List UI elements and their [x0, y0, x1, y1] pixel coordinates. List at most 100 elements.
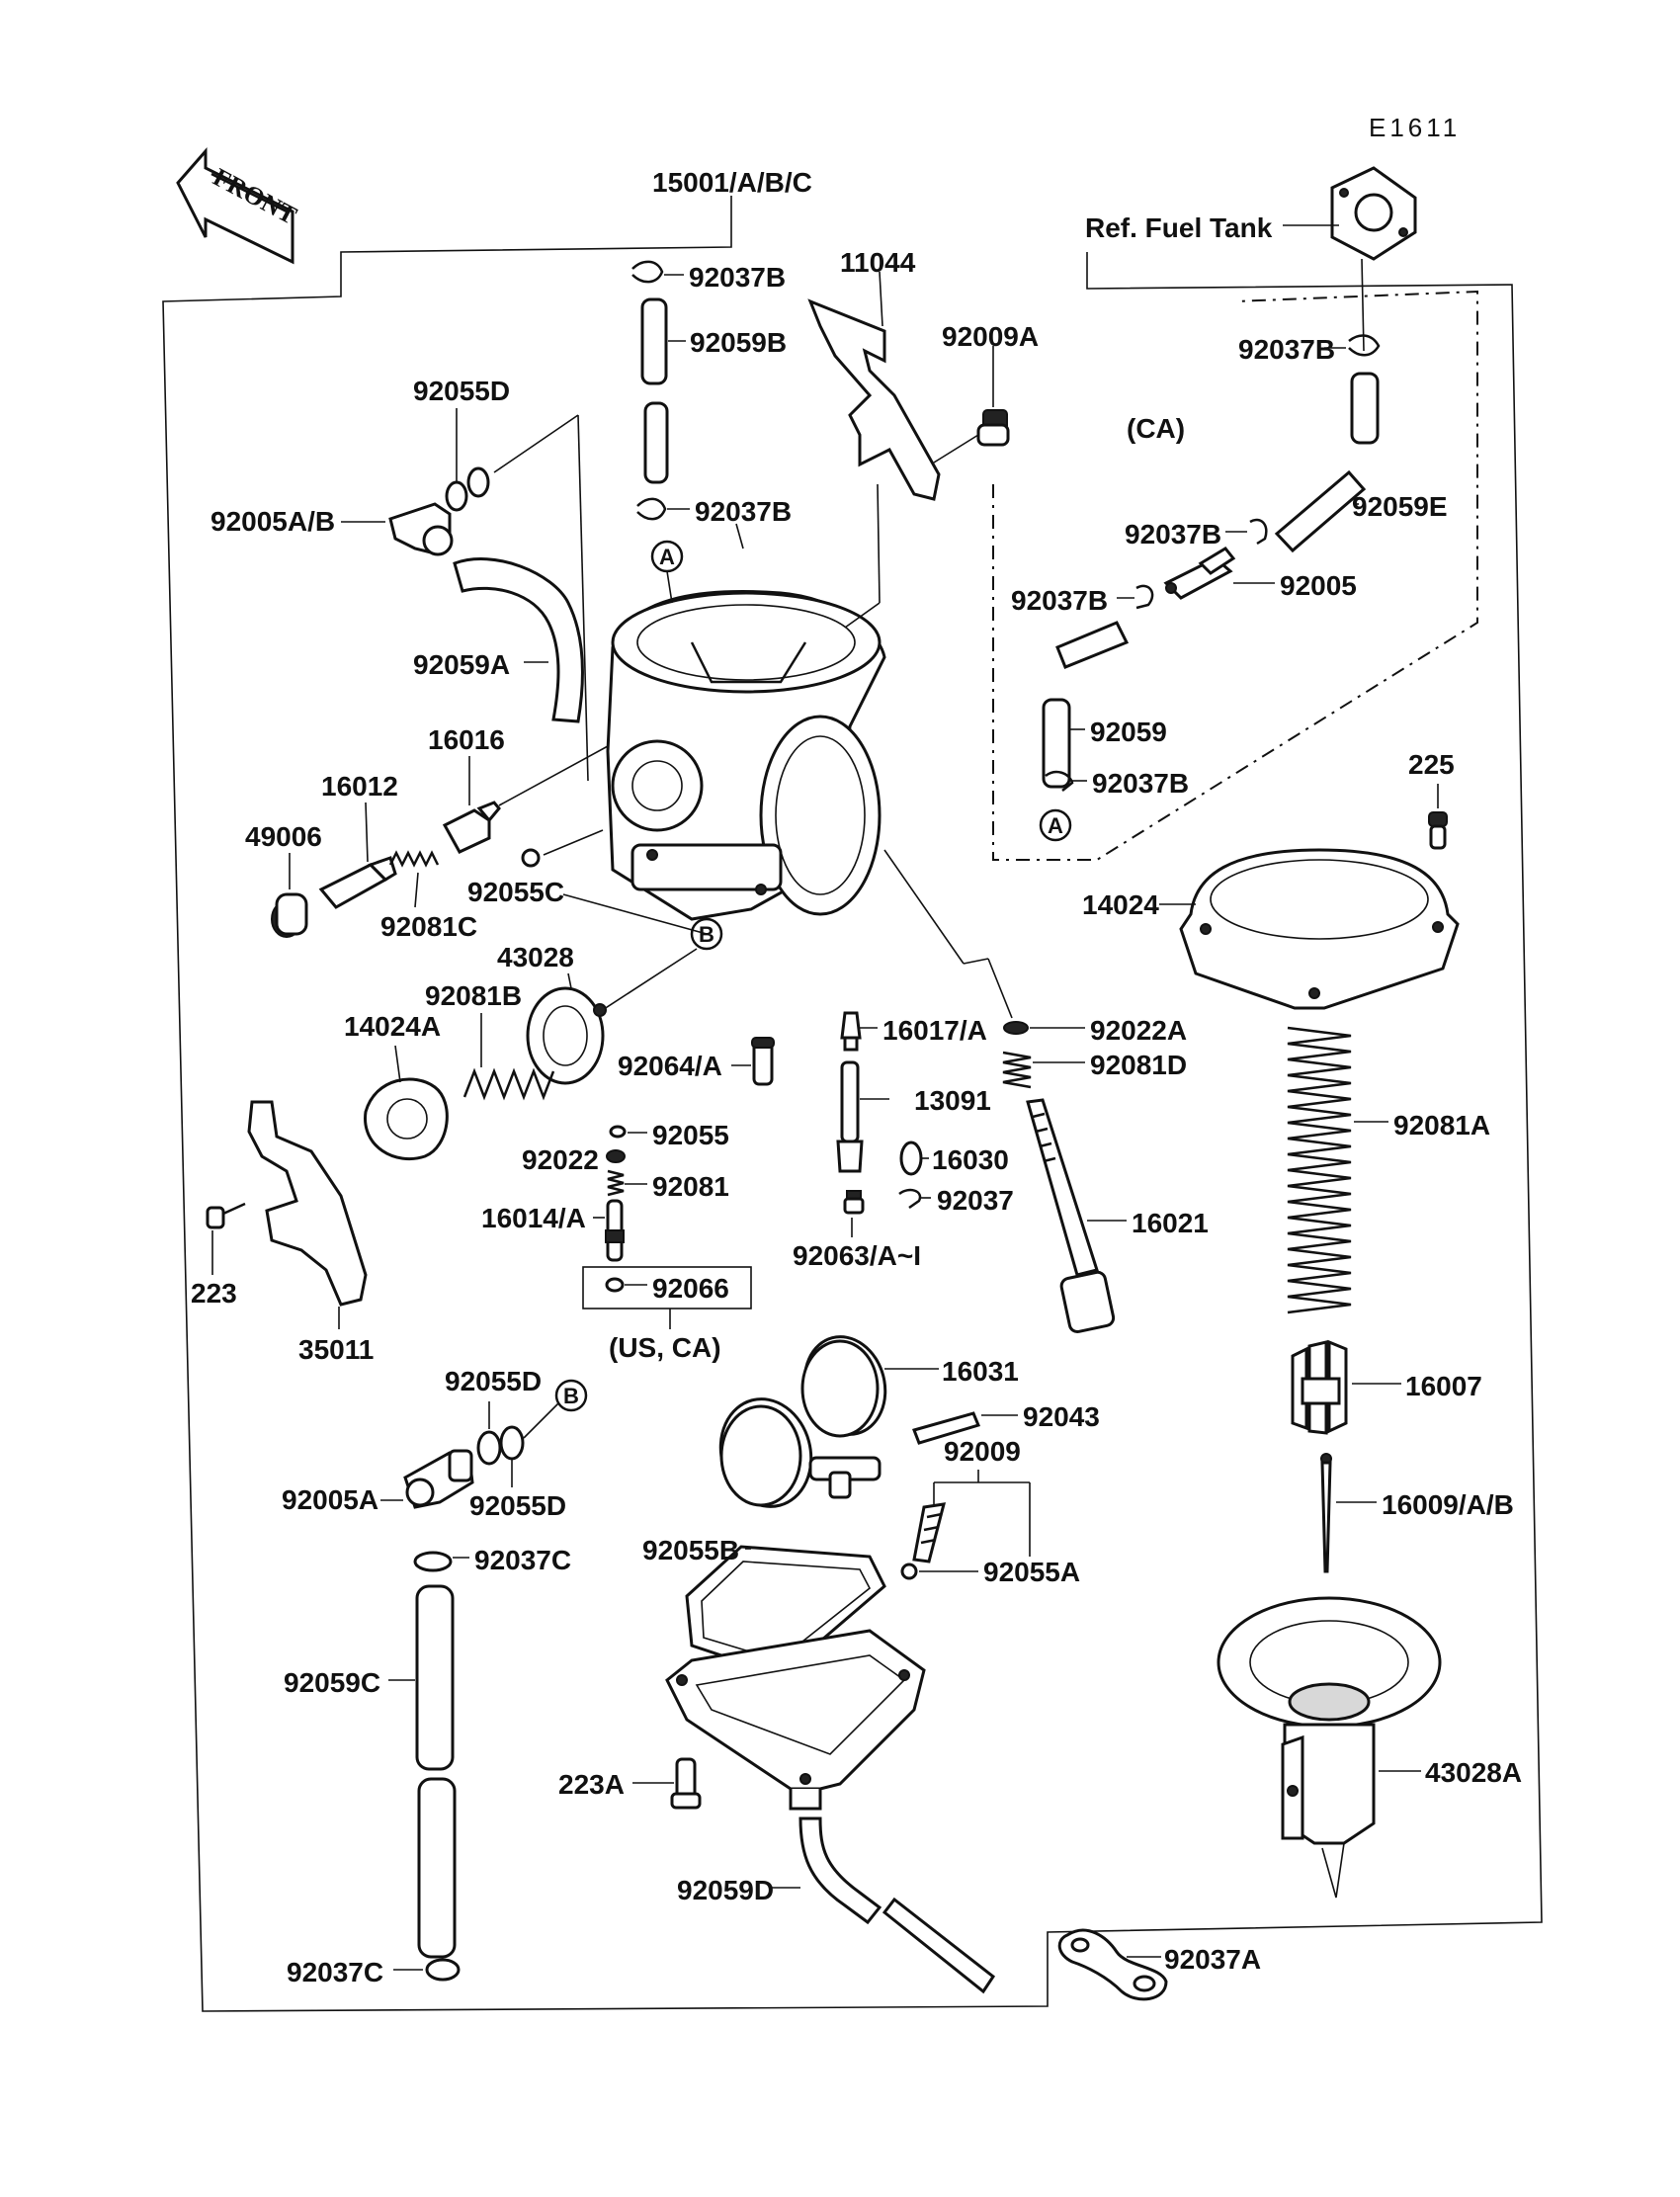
part-92064A: 92064/A — [618, 1051, 722, 1081]
spring-92081a-icon — [1287, 1026, 1352, 1314]
hose-92059c-lower-icon — [417, 1777, 457, 1959]
part-92037B-ca2: 92037B — [1125, 519, 1221, 549]
part-16017A: 16017/A — [882, 1015, 987, 1046]
part-92037B-ca1: 92037B — [1238, 334, 1335, 365]
marker-a-ca — [1039, 808, 1072, 842]
spring-92081-icon — [607, 1169, 625, 1197]
needle-16016-icon — [442, 801, 501, 854]
hose-92059e-upper-icon — [1350, 372, 1380, 445]
marker-b-low — [554, 1379, 588, 1412]
throttle-screw-16021-icon — [1026, 1098, 1116, 1333]
part-92055: 92055 — [652, 1120, 729, 1150]
ca-group-outline — [992, 290, 1478, 861]
spring-92081d-icon — [1002, 1051, 1032, 1089]
part-92081C: 92081C — [380, 911, 477, 942]
part-92081D: 92081D — [1090, 1050, 1187, 1080]
fuel-tank-fitting-icon — [1330, 166, 1417, 261]
part-92005AB: 92005A/B — [210, 506, 335, 537]
part-92081: 92081 — [652, 1171, 729, 1202]
part-16021: 16021 — [1132, 1208, 1209, 1238]
part-92037B-ca3: 92037B — [1011, 585, 1108, 616]
oring-92055a-icon — [900, 1563, 918, 1580]
part-92059A: 92059A — [413, 649, 510, 680]
float-16031-icon — [718, 1335, 887, 1508]
jet-92063-icon — [843, 1190, 865, 1215]
chamber-14024a-icon — [364, 1077, 449, 1161]
assembly-label: 15001/A/B/C — [652, 167, 812, 198]
bracket-35011-icon — [247, 1100, 368, 1307]
part-92037C-top: 92037C — [474, 1545, 571, 1575]
part-92055D-top: 92055D — [413, 376, 510, 406]
hose-92059-lower-icon — [1042, 698, 1071, 789]
cap-49006-icon — [271, 892, 308, 938]
needle-jet-13091-icon — [836, 1060, 864, 1173]
spring-92081b-icon — [462, 1067, 555, 1101]
oring-92055d-b1-icon — [476, 1430, 502, 1466]
front-arrow-icon: FRONT — [176, 147, 301, 265]
screw-225-icon — [1428, 811, 1448, 850]
oring-92055c-icon — [521, 848, 541, 868]
screw-223a-icon — [670, 1757, 702, 1810]
part-16014A: 16014/A — [481, 1203, 586, 1233]
part-223A: 223A — [558, 1769, 625, 1800]
screw-16012-icon — [318, 856, 397, 909]
fitting-92005a-icon — [403, 1449, 474, 1509]
part-92055A: 92055A — [983, 1557, 1080, 1587]
part-13091: 13091 — [914, 1085, 991, 1116]
screw-92009-icon — [912, 1502, 947, 1563]
clamp-92037c-top-icon — [413, 1551, 453, 1572]
part-16009AB: 16009/A/B — [1382, 1489, 1514, 1520]
part-92005A: 92005A — [282, 1484, 378, 1515]
part-92081B: 92081B — [425, 980, 522, 1011]
diagram-code: E1611 — [1369, 113, 1461, 142]
part-92055D-b1: 92055D — [445, 1366, 542, 1396]
clamp-92037b-ca3-icon — [1135, 584, 1154, 610]
clamp-92037b-ca2-icon — [1249, 518, 1268, 546]
ref-fuel-tank-label: Ref. Fuel Tank — [1085, 212, 1273, 243]
gasket-92055b-icon — [685, 1545, 886, 1677]
clamp-92037b-mid-icon — [636, 497, 667, 521]
part-92005: 92005 — [1280, 570, 1357, 601]
part-16016: 16016 — [428, 724, 505, 755]
chamber-cover-14024-icon — [1179, 848, 1460, 1010]
part-16012: 16012 — [321, 771, 398, 802]
part-92059: 92059 — [1090, 717, 1167, 747]
part-14024: 14024 — [1082, 889, 1159, 920]
hose-92059c-upper-icon — [415, 1584, 455, 1771]
part-92037: 92037 — [937, 1185, 1014, 1216]
holder-16030-icon — [899, 1141, 923, 1176]
jet-needle-16009ab-icon — [1320, 1453, 1332, 1573]
float-bowl-icon — [665, 1629, 926, 1811]
screw-223-icon — [206, 1202, 246, 1229]
part-35011: 35011 — [298, 1334, 374, 1365]
jet-16017a-icon — [840, 1011, 862, 1052]
part-16030: 16030 — [932, 1144, 1009, 1175]
part-92055B: 92055B — [642, 1535, 739, 1565]
screw-92064a-icon — [751, 1037, 775, 1086]
part-92055D-b2: 92055D — [469, 1490, 566, 1521]
part-92009: 92009 — [944, 1436, 1021, 1467]
hose-92059-upper-icon — [1055, 621, 1130, 669]
part-92037C-bot: 92037C — [287, 1957, 383, 1987]
tee-92005-icon — [1163, 547, 1236, 600]
part-92066: 92066 — [652, 1273, 729, 1304]
part-92037B-top: 92037B — [689, 262, 786, 293]
part-92059D: 92059D — [677, 1875, 774, 1905]
part-92055C: 92055C — [467, 877, 564, 907]
part-16007: 16007 — [1405, 1371, 1482, 1401]
marker-b-mid — [690, 917, 723, 951]
marker-b-low-label: B — [563, 1384, 579, 1408]
clamp-92037b-top-icon — [631, 260, 664, 284]
part-92081A: 92081A — [1393, 1110, 1490, 1141]
clamp-92037c-bot-icon — [425, 1958, 461, 1982]
part-14024A: 14024A — [344, 1011, 441, 1042]
part-16031: 16031 — [942, 1356, 1019, 1387]
piston-43028a-icon — [1217, 1596, 1442, 1845]
part-49006: 49006 — [245, 821, 322, 852]
part-92037B-mid: 92037B — [695, 496, 792, 527]
part-223: 223 — [191, 1278, 237, 1309]
part-92059B: 92059B — [690, 327, 787, 358]
carburetor-body — [606, 590, 886, 921]
screw-92009a-icon — [976, 409, 1010, 447]
